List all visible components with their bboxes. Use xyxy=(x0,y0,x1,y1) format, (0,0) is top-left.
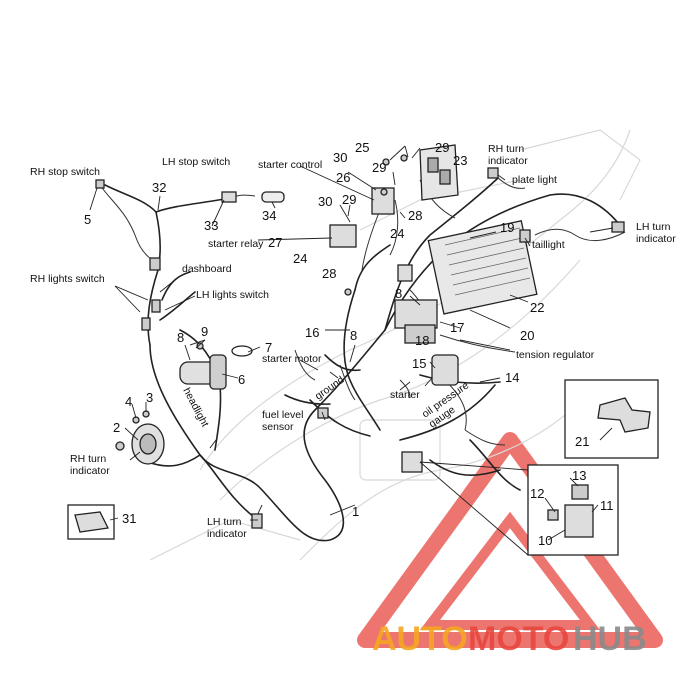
callout: 29 xyxy=(372,160,386,175)
callout: 8 xyxy=(395,286,402,301)
callout-numbers: 1 2 3 4 5 6 7 8 8 8 9 10 11 12 13 14 15 … xyxy=(84,140,614,548)
callout: 17 xyxy=(450,320,464,335)
components xyxy=(67,144,659,556)
callout: 9 xyxy=(201,324,208,339)
callout: 21 xyxy=(575,434,589,449)
callout: 16 xyxy=(305,325,319,340)
label-rh-lights-switch: RH lights switch xyxy=(30,273,105,285)
label-dashboard: dashboard xyxy=(182,263,232,275)
label-starter-control: starter control xyxy=(258,159,322,171)
callout: 23 xyxy=(453,153,467,168)
callout: 18 xyxy=(415,333,429,348)
callout: 1 xyxy=(352,504,359,519)
callout: 25 xyxy=(355,140,369,155)
callout: 13 xyxy=(572,468,586,483)
callout: 30 xyxy=(333,150,347,165)
watermark-hub: HUB xyxy=(573,620,647,658)
switch-cluster-part xyxy=(419,144,459,201)
leader-lines xyxy=(89,145,614,556)
control-unit xyxy=(394,299,438,329)
callout: 30 xyxy=(318,194,332,209)
callout: 19 xyxy=(500,220,514,235)
callout: 8 xyxy=(350,328,357,343)
callout: 26 xyxy=(336,170,350,185)
callout: 7 xyxy=(265,340,272,355)
callout: 6 xyxy=(238,372,245,387)
starter-relay-box xyxy=(329,224,357,248)
callout: 29 xyxy=(342,192,356,207)
callout: 29 xyxy=(435,140,449,155)
starter-motor-part xyxy=(179,345,253,390)
callout: 28 xyxy=(408,208,422,223)
callout: 24 xyxy=(293,251,307,266)
label-lh-stop-switch: LH stop switch xyxy=(162,156,230,168)
label-tension-regulator: tension regulator xyxy=(516,349,595,361)
callout: 27 xyxy=(268,235,282,250)
callout: 12 xyxy=(530,486,544,501)
label-lh-lights-switch: LH lights switch xyxy=(196,289,269,301)
label-taillight: taillight xyxy=(532,239,565,251)
callout: 4 xyxy=(125,394,132,409)
callout: 14 xyxy=(505,370,519,385)
label-starter-motor: starter motor xyxy=(262,353,322,365)
horn-part xyxy=(131,423,165,465)
watermark-text: AUTO MOTO HUB xyxy=(372,620,647,658)
callout: 2 xyxy=(113,420,120,435)
callout: 34 xyxy=(262,208,276,223)
callout: 33 xyxy=(204,218,218,233)
label-rh-stop-switch: RH stop switch xyxy=(30,166,100,178)
label-starter-relay: starter relay xyxy=(208,238,264,250)
label-starter: starter xyxy=(390,389,420,401)
regulator-unit xyxy=(427,220,538,315)
callout: 32 xyxy=(152,180,166,195)
callout: 28 xyxy=(322,266,336,281)
callout: 11 xyxy=(600,498,614,513)
callout: 22 xyxy=(530,300,544,315)
callout: 31 xyxy=(122,511,136,526)
callout: 8 xyxy=(177,330,184,345)
label-plate-light: plate light xyxy=(512,174,557,186)
callout: 24 xyxy=(390,226,404,241)
label-ground: ground xyxy=(313,374,347,403)
callout: 5 xyxy=(84,212,91,227)
callout: 20 xyxy=(520,328,534,343)
callout: 15 xyxy=(412,356,426,371)
watermark-auto: AUTO xyxy=(372,620,468,658)
watermark-moto: MOTO xyxy=(468,620,569,658)
callout: 3 xyxy=(146,390,153,405)
callout: 10 xyxy=(538,533,552,548)
label-headlight: headlight xyxy=(180,386,211,429)
